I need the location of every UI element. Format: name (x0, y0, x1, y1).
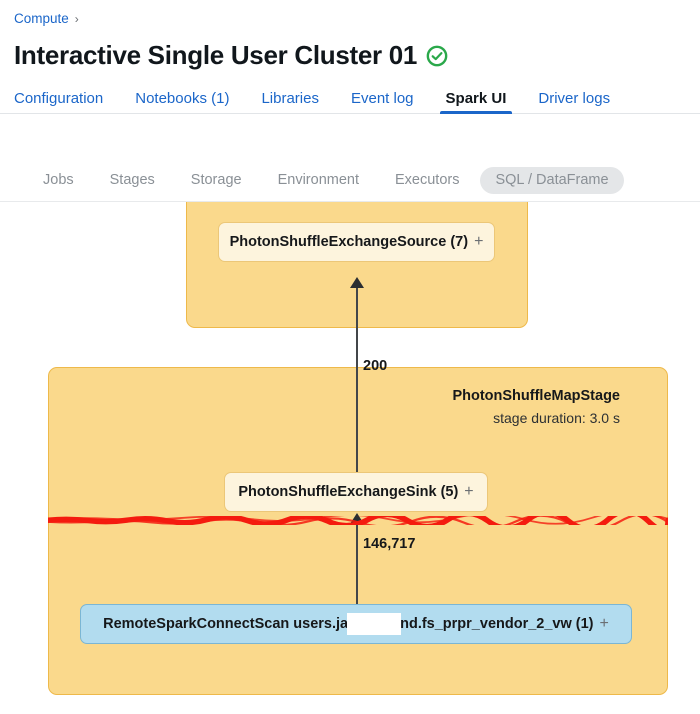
subtab-environment-label: Environment (277, 172, 359, 189)
title-row: Interactive Single User Cluster 01 (14, 39, 686, 72)
spark-dag-canvas[interactable]: PhotonShuffleMapStage stage duration: 3.… (0, 202, 700, 714)
subtab-jobs-label: Jobs (43, 172, 74, 189)
subtab-environment[interactable]: Environment (263, 167, 374, 194)
breadcrumb-separator-icon: › (74, 11, 79, 26)
tab-spark-ui-label: Spark UI (445, 90, 507, 107)
subtab-storage[interactable]: Storage (176, 167, 257, 194)
subtab-jobs[interactable]: Jobs (28, 167, 89, 194)
edge-line-200 (356, 282, 358, 472)
dag-node-scan-expand-icon[interactable]: + (599, 615, 609, 632)
dag-node-sink-label: PhotonShuffleExchangeSink (5) (238, 484, 459, 500)
page-header: Compute › Interactive Single User Cluste… (0, 0, 700, 72)
tab-spark-ui[interactable]: Spark UI (430, 90, 523, 114)
tab-notebooks-label: Notebooks (1) (135, 90, 230, 107)
dag-node-sink-expand-icon[interactable]: + (464, 483, 474, 500)
dag-node-source-expand-icon[interactable]: + (474, 233, 484, 250)
tab-driver-logs-label: Driver logs (538, 90, 611, 107)
tab-libraries-label: Libraries (261, 90, 319, 107)
subtab-sql-dataframe-label: SQL / DataFrame (495, 172, 609, 189)
tab-event-log-label: Event log (350, 90, 414, 107)
tab-driver-logs[interactable]: Driver logs (522, 91, 626, 113)
subtab-storage-label: Storage (190, 172, 242, 189)
dag-node-remote-spark-connect-scan[interactable]: RemoteSparkConnectScan users.ja nd.fs_prp… (80, 604, 632, 644)
subtab-stages-label: Stages (109, 172, 155, 189)
dag-node-photon-shuffle-exchange-sink[interactable]: PhotonShuffleExchangeSink (5) + (224, 472, 488, 512)
stage-container-photon-shuffle-map-stage[interactable] (48, 367, 668, 695)
dag-node-source-label: PhotonShuffleExchangeSource (7) (229, 234, 469, 250)
edge-label-146717: 146,717 (363, 536, 416, 552)
tab-notebooks[interactable]: Notebooks (1) (119, 91, 245, 113)
edge-arrowhead-200 (350, 277, 364, 288)
subtab-executors-label: Executors (395, 172, 460, 189)
subtab-sql-dataframe[interactable]: SQL / DataFrame (480, 167, 624, 194)
tab-configuration-label: Configuration (14, 90, 104, 107)
cluster-tabs: Configuration Notebooks (1) Libraries Ev… (0, 84, 700, 114)
redaction-box (347, 613, 402, 635)
dag-node-scan-label-suffix: nd.fs_prpr_vendor_2_vw (1) (400, 616, 594, 632)
tab-event-log[interactable]: Event log (335, 91, 430, 113)
breadcrumb-link-compute[interactable]: Compute (14, 10, 69, 26)
check-circle-icon (426, 45, 448, 66)
edge-label-200: 200 (363, 358, 388, 374)
edge-arrowhead-146717 (350, 513, 364, 524)
page-title: Interactive Single User Cluster 01 (14, 40, 418, 70)
tab-libraries[interactable]: Libraries (245, 91, 335, 113)
subtab-executors[interactable]: Executors (380, 167, 474, 194)
dag-node-scan-label-prefix: RemoteSparkConnectScan users.ja (103, 616, 349, 632)
subtab-stages[interactable]: Stages (95, 167, 170, 194)
dag-node-photon-shuffle-exchange-source[interactable]: PhotonShuffleExchangeSource (7) + (218, 222, 495, 262)
edge-line-146717 (356, 524, 358, 604)
tab-configuration[interactable]: Configuration (14, 91, 119, 113)
breadcrumb: Compute › (14, 10, 686, 28)
spark-subnav: Jobs Stages Storage Environment Executor… (0, 160, 700, 202)
